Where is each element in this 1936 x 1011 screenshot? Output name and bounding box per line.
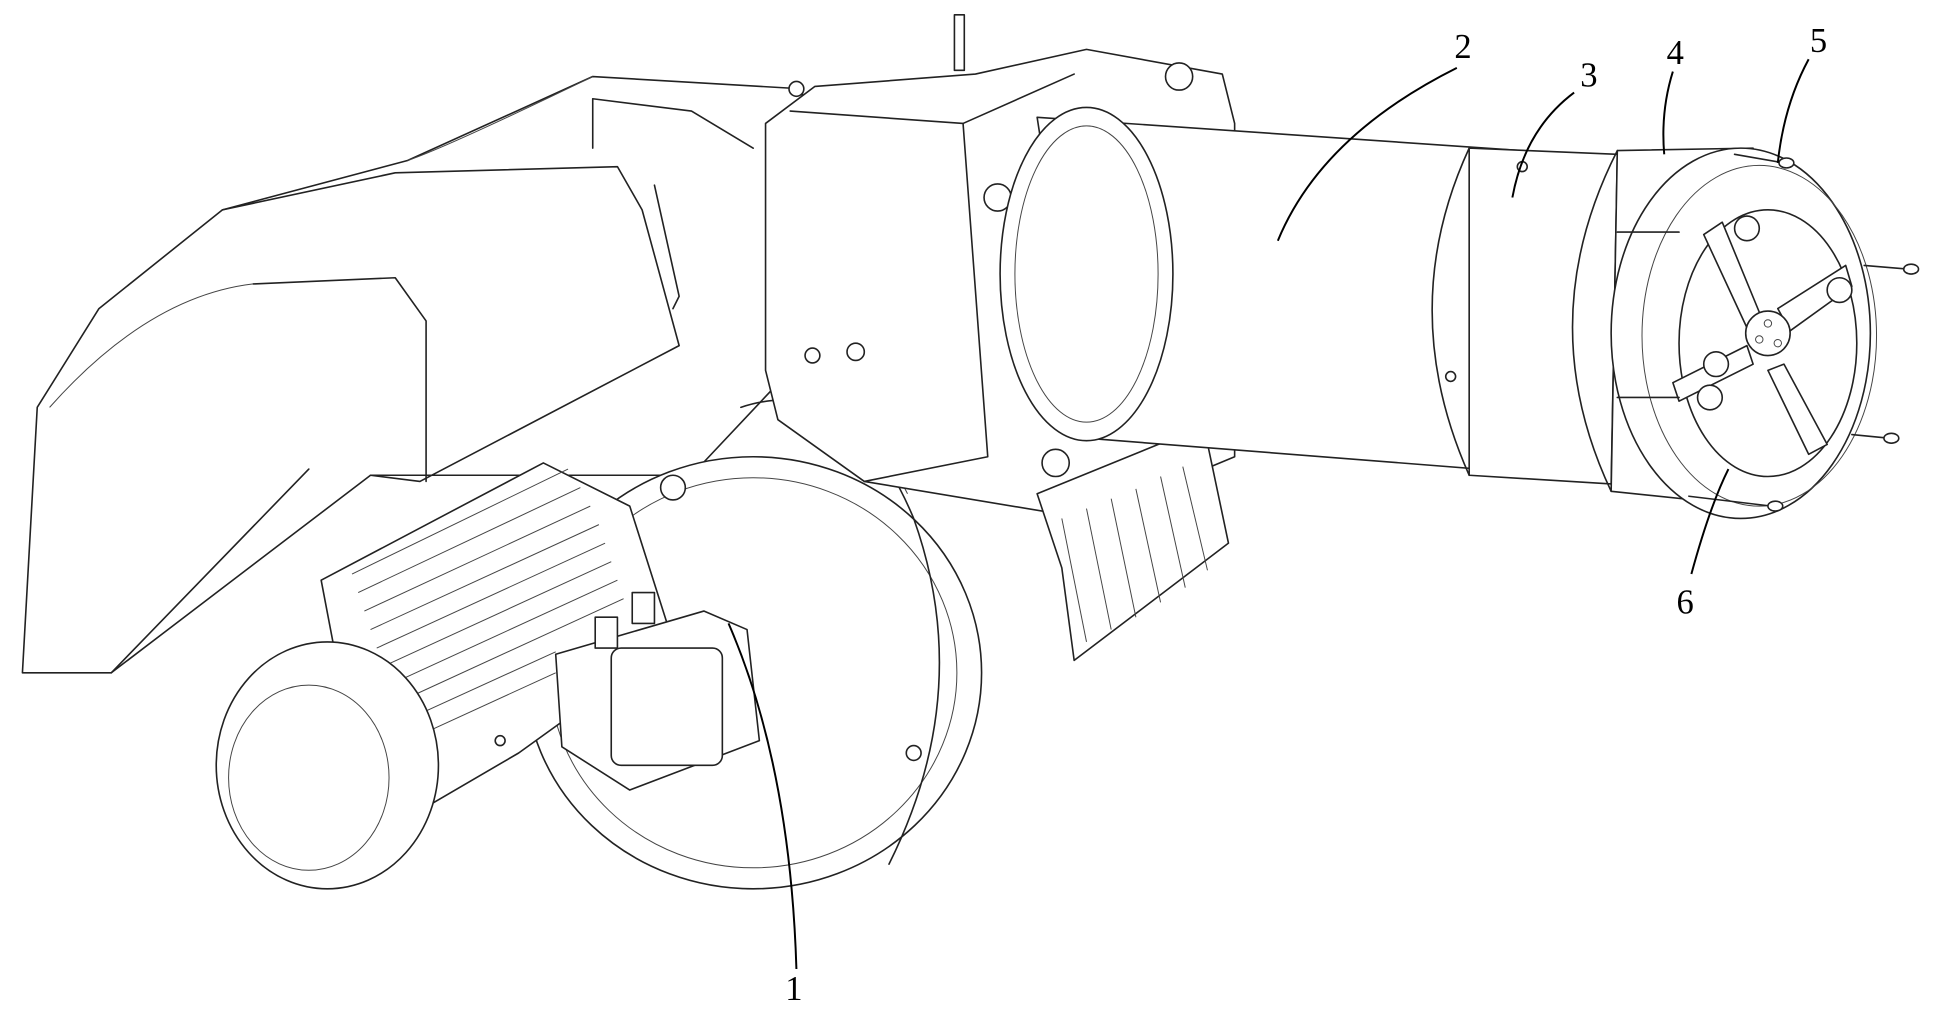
label-2: 2 [1454, 28, 1471, 66]
electrode-rods [1616, 153, 1920, 512]
label-5: 5 [1810, 22, 1827, 60]
air-intake-housing [21, 75, 804, 674]
label-6: 6 [1677, 584, 1694, 622]
leader-3 [1511, 91, 1575, 198]
leader-2 [1276, 67, 1458, 242]
leader-6 [1690, 468, 1730, 575]
leader-4 [1662, 71, 1674, 155]
label-4: 4 [1667, 34, 1684, 72]
leader-5 [1776, 58, 1810, 164]
burner-head [1571, 147, 1920, 520]
swirler-vanes [1672, 215, 1853, 456]
grille [1036, 425, 1230, 662]
leader-lines [727, 58, 1810, 970]
motor [215, 462, 922, 890]
label-1: 1 [785, 970, 802, 1008]
label-3: 3 [1580, 56, 1597, 94]
leader-1 [727, 622, 798, 970]
